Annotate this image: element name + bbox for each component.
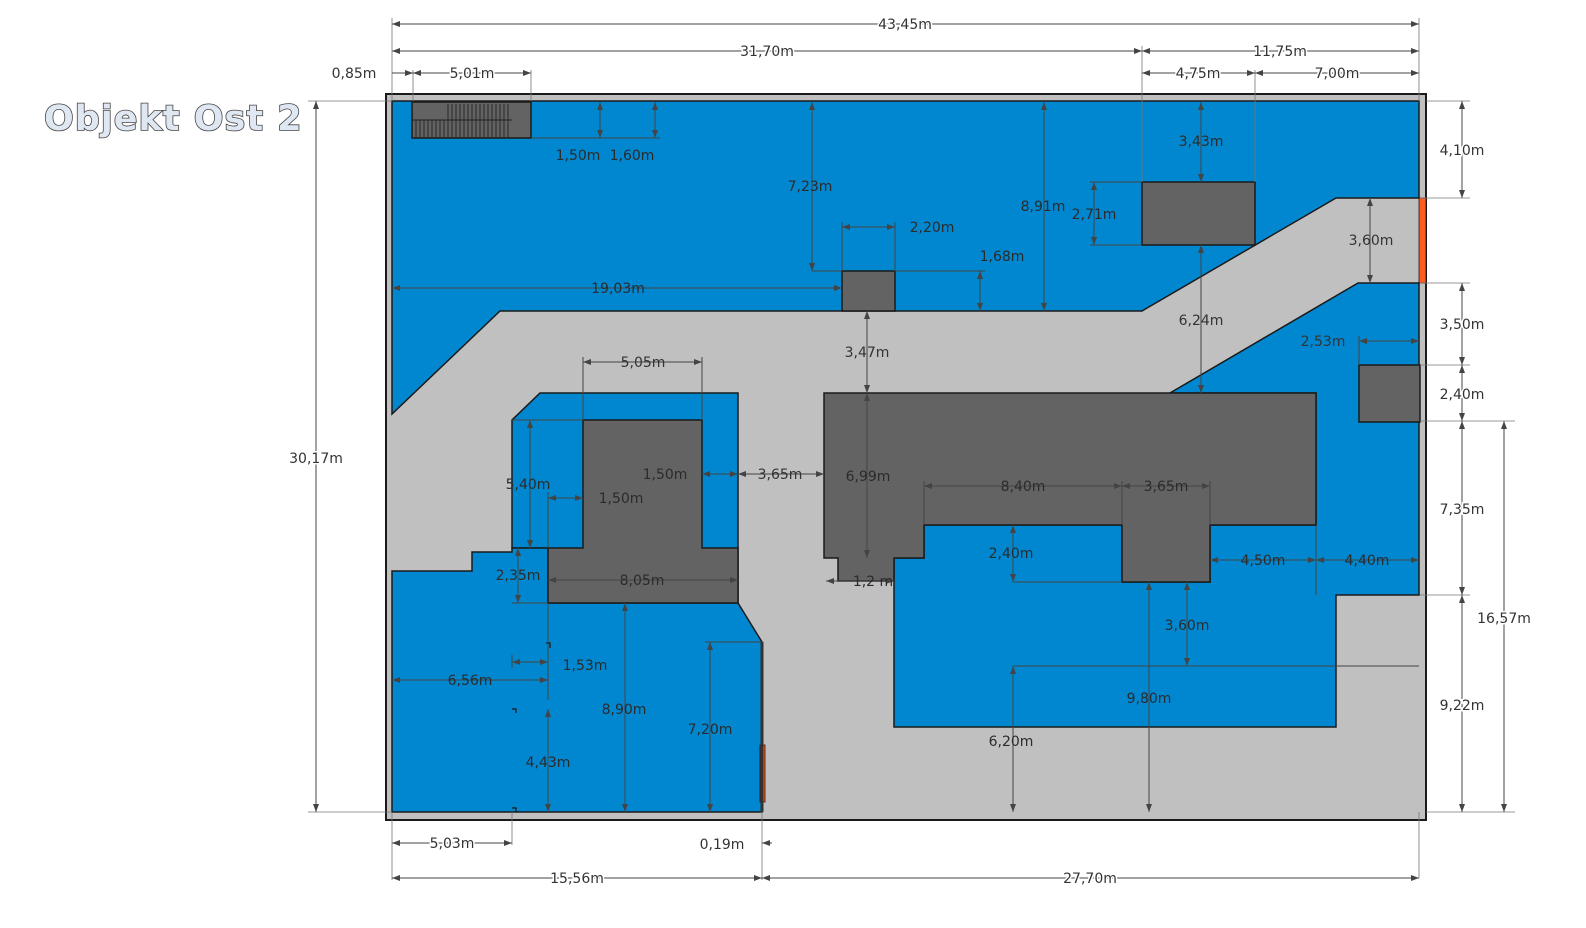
dim-bot-15-56: 15,56m (550, 871, 604, 887)
dim-6-56: 6,56m (448, 673, 493, 689)
dim-8-40: 8,40m (1001, 479, 1046, 495)
building-north-small (841, 270, 896, 312)
dim-5-05: 5,05m (621, 355, 666, 371)
dim-right-9-22: 9,22m (1440, 698, 1485, 714)
dim-stair-h2: 1,60m (610, 148, 655, 164)
dim-right-2-40: 2,40m (1440, 387, 1485, 403)
building-northeast (1141, 181, 1256, 246)
dim-3-65-b: 3,65m (1144, 479, 1189, 495)
dim-6-24: 6,24m (1179, 313, 1224, 329)
building-east-small (1358, 364, 1421, 423)
dim-8-91: 8,91m (1021, 199, 1066, 215)
dim-right-3-50: 3,50m (1440, 317, 1485, 333)
dim-bot-0-19: 0,19m (700, 837, 745, 853)
dim-1-68: 1,68m (980, 249, 1025, 265)
dim-right-16-57: 16,57m (1477, 611, 1531, 627)
dim-right-7-35: 7,35m (1440, 502, 1485, 518)
dim-stair-h1: 1,50m (556, 148, 601, 164)
blue-zone-north (391, 100, 1420, 416)
dim-4-40: 4,40m (1345, 553, 1390, 569)
dim-2-20: 2,20m (910, 220, 955, 236)
dim-6-20: 6,20m (989, 734, 1034, 750)
dim-3-65-a: 3,65m (758, 467, 803, 483)
dim-1-53: 1,53m (563, 658, 608, 674)
dim-left-total: 30,17m (289, 451, 343, 467)
orange-marker-east (1418, 197, 1427, 284)
dim-3-60-right: 3,60m (1349, 233, 1394, 249)
dim-2-40-a: 2,40m (989, 546, 1034, 562)
dim-2-53: 2,53m (1301, 334, 1346, 350)
dim-2-35: 2,35m (496, 568, 541, 584)
dim-4-50: 4,50m (1241, 553, 1286, 569)
dim-bot-5-03: 5,03m (430, 836, 475, 852)
dim-1-50-b: 1,50m (599, 491, 644, 507)
plan-title: Objekt Ost 2 (44, 99, 303, 139)
dim-3-43: 3,43m (1179, 134, 1224, 150)
dim-8-05: 8,05m (620, 573, 665, 589)
dim-5-40: 5,40m (506, 477, 551, 493)
dim-1-2: 1,2 m (853, 574, 893, 590)
dim-3-47: 3,47m (845, 345, 890, 361)
extension-lines (308, 18, 1515, 880)
dim-1-50-a: 1,50m (643, 467, 688, 483)
dim-9-80: 9,80m (1127, 691, 1172, 707)
dim-7-23: 7,23m (788, 179, 833, 195)
dim-3-60-b: 3,60m (1165, 618, 1210, 634)
dim-7-20: 7,20m (688, 722, 733, 738)
dim-bot-27-70: 27,70m (1063, 871, 1117, 887)
building-u-shaped (547, 419, 739, 604)
dim-top-r2: 7,00m (1315, 66, 1360, 82)
dim-6-99: 6,99m (846, 469, 891, 485)
dim-right-4-10: 4,10m (1440, 143, 1485, 159)
dim-top-offset: 0,85m (332, 66, 377, 82)
dim-top-r1: 4,75m (1176, 66, 1221, 82)
dim-stair-width: 5,01m (450, 66, 495, 82)
dim-2-71: 2,71m (1072, 207, 1117, 223)
dim-top-right: 11,75m (1253, 44, 1307, 60)
dimension-labels: 43,45m 31,70m 11,75m 0,85m 5,01m 4,75m 7… (288, 16, 1533, 889)
dim-19-03: 19,03m (591, 281, 645, 297)
dimension-lines (313, 21, 1507, 881)
dim-8-90: 8,90m (602, 702, 647, 718)
staircase-icon (411, 101, 532, 139)
blue-zones (391, 100, 1420, 813)
dim-top-total: 43,45m (878, 17, 932, 33)
dim-4-43: 4,43m (526, 755, 571, 771)
dim-top-left: 31,70m (740, 44, 794, 60)
